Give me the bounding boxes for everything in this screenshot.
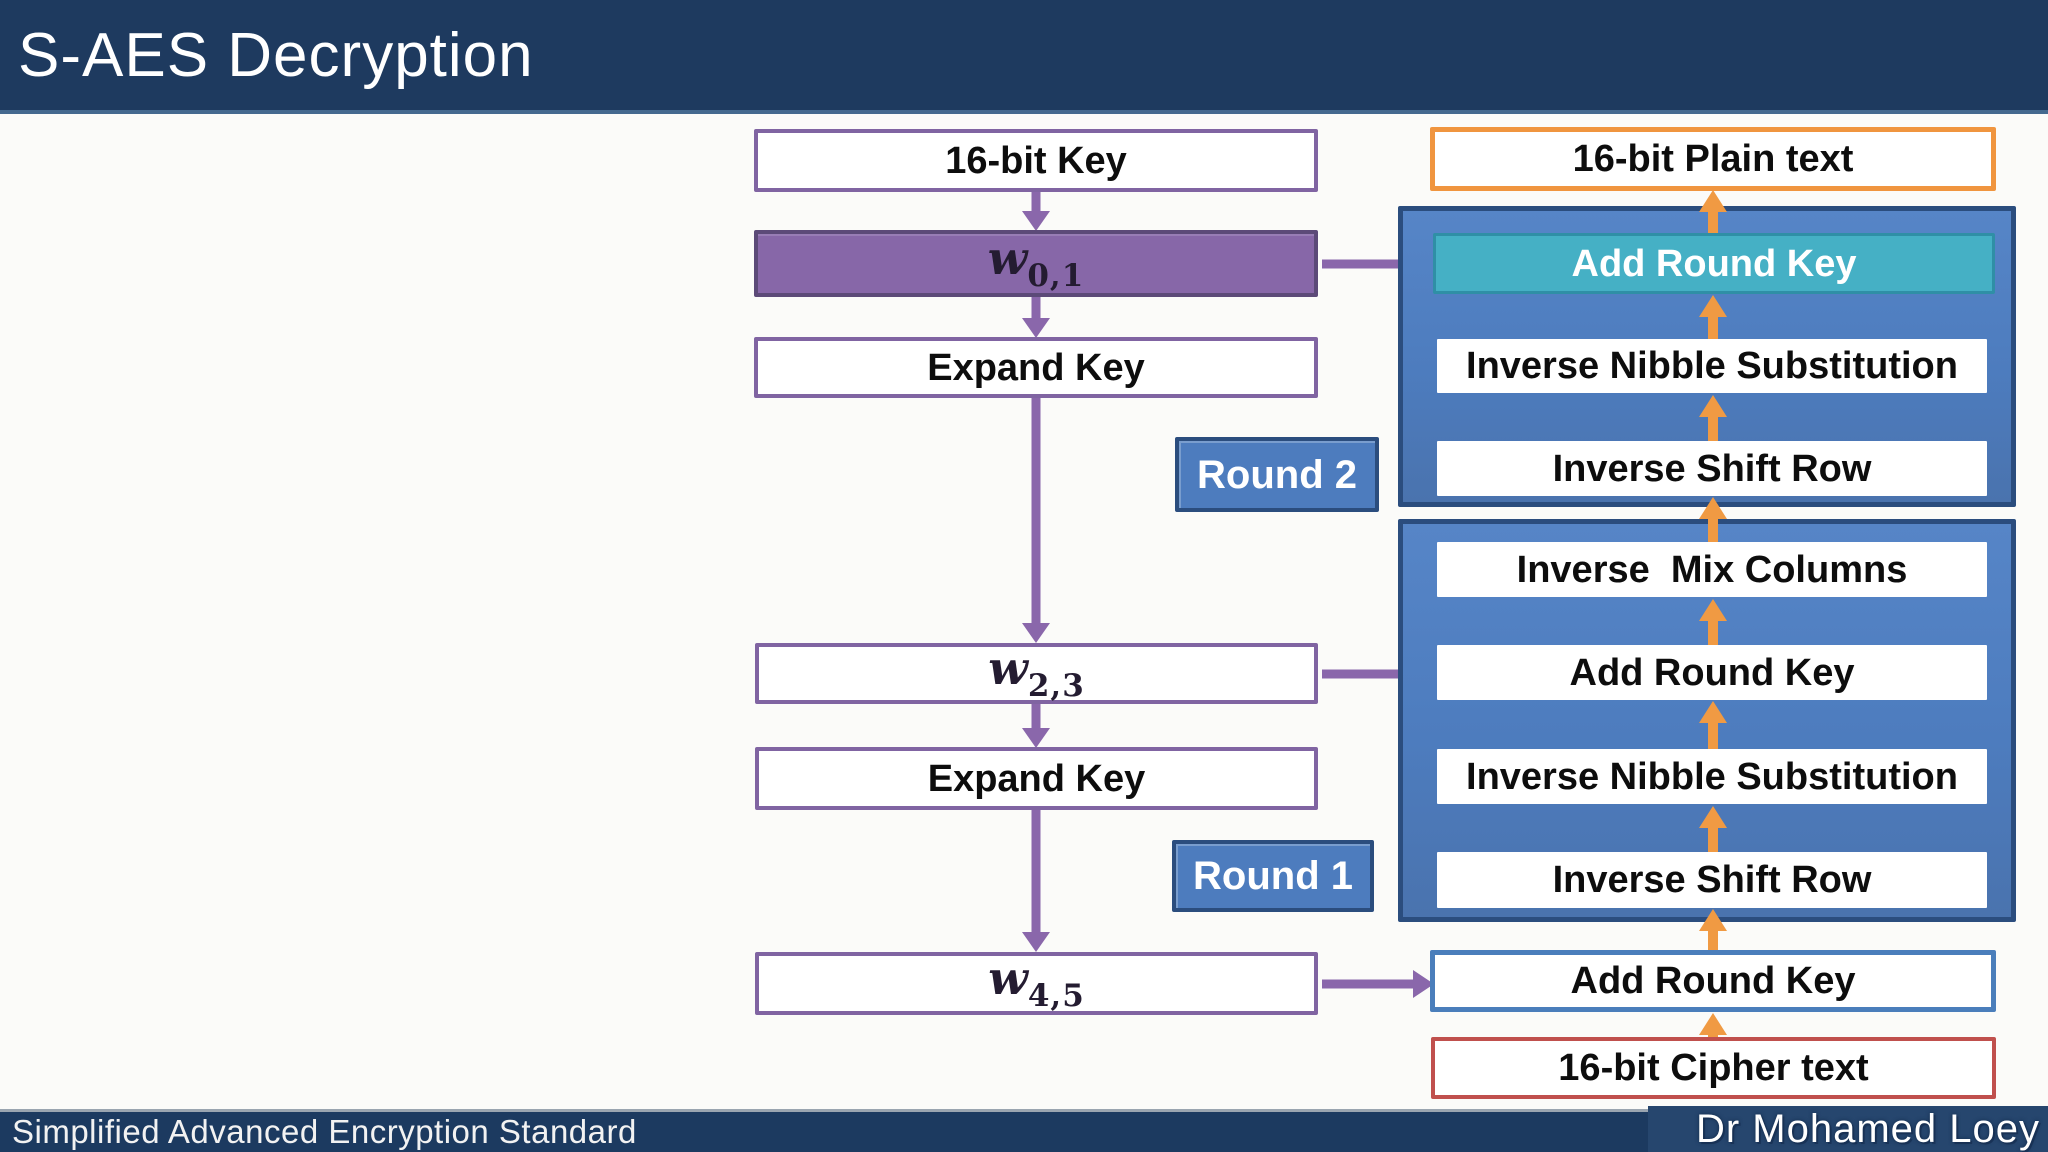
arrow-shaft bbox=[1708, 518, 1718, 542]
arrow-shaft bbox=[1708, 316, 1718, 339]
arrow-head-icon bbox=[1699, 395, 1727, 417]
arrow-head-icon bbox=[1022, 932, 1050, 952]
arrow-head-icon bbox=[1699, 190, 1727, 212]
box-expand-key-1: Expand Key bbox=[754, 337, 1318, 398]
box-inverse-nibble-substitution-r1: Inverse Nibble Substitution bbox=[1437, 749, 1987, 804]
arrow-isr-to-ins-r2 bbox=[1699, 395, 1727, 441]
arrow-shaft bbox=[1708, 620, 1718, 645]
page-title: S-AES Decryption bbox=[18, 20, 534, 90]
box-w45-subscript: 4,5 bbox=[1027, 978, 1085, 1014]
arrow-shaft bbox=[1031, 704, 1041, 729]
arrow-head-icon bbox=[1022, 728, 1050, 748]
arrow-shaft bbox=[1322, 669, 1418, 679]
arrow-w45-to-addroundkey bbox=[1322, 969, 1434, 999]
arrow-head-icon bbox=[1699, 806, 1727, 828]
box-w23-label: w2,3 bbox=[988, 641, 1085, 704]
arrow-shaft bbox=[1708, 416, 1718, 441]
box-w01: w0,1 bbox=[754, 230, 1318, 297]
arrow-head-icon bbox=[1022, 623, 1050, 643]
arrow-head-icon bbox=[1699, 295, 1727, 317]
box-inverse-shift-row-r1-label: Inverse Shift Row bbox=[1552, 859, 1872, 901]
arrow-imc-to-isr-r2 bbox=[1699, 497, 1727, 542]
arrow-expand1-to-w23 bbox=[1022, 398, 1050, 643]
arrow-shaft bbox=[1708, 930, 1718, 950]
box-inverse-shift-row-r2-label: Inverse Shift Row bbox=[1552, 447, 1872, 490]
box-w23: w2,3 bbox=[755, 643, 1318, 704]
box-w23-subscript: 2,3 bbox=[1027, 668, 1085, 704]
arrow-expand2-to-w45 bbox=[1022, 810, 1050, 952]
arrow-shaft bbox=[1031, 810, 1041, 933]
arrow-w23-to-expand2 bbox=[1022, 704, 1050, 748]
box-w45: w4,5 bbox=[755, 952, 1318, 1015]
arrow-shaft bbox=[1031, 192, 1041, 212]
box-16bit-key: 16-bit Key bbox=[754, 129, 1318, 192]
box-w45-label: w4,5 bbox=[988, 951, 1085, 1014]
arrow-ark-to-imc-r1 bbox=[1699, 599, 1727, 645]
box-16bit-key-label: 16-bit Key bbox=[945, 139, 1127, 182]
arrow-head-icon bbox=[1022, 211, 1050, 231]
box-expand-key-2-label: Expand Key bbox=[927, 757, 1146, 800]
arrow-ark-to-plaintext bbox=[1699, 190, 1727, 233]
arrow-shaft bbox=[1708, 722, 1718, 749]
box-16bit-ciphertext: 16-bit Cipher text bbox=[1431, 1037, 1996, 1099]
arrow-head-icon bbox=[1699, 497, 1727, 519]
box-expand-key-1-label: Expand Key bbox=[927, 346, 1145, 389]
box-add-round-key-r1-label: Add Round Key bbox=[1569, 651, 1855, 694]
arrow-isr-to-ins-r1 bbox=[1699, 806, 1727, 852]
box-add-round-key-r2-label: Add Round Key bbox=[1571, 242, 1857, 285]
box-inverse-shift-row-r1: Inverse Shift Row bbox=[1437, 852, 1987, 908]
arrow-ins-to-ark-r1 bbox=[1699, 701, 1727, 749]
footer-subtitle: Simplified Advanced Encryption Standard bbox=[12, 1113, 637, 1150]
box-inverse-shift-row-r2: Inverse Shift Row bbox=[1437, 441, 1987, 496]
arrow-arkfinal-to-isr-r1 bbox=[1699, 909, 1727, 950]
title-bar: S-AES Decryption bbox=[0, 0, 2048, 114]
arrow-key-to-w01 bbox=[1022, 192, 1050, 231]
arrow-head-icon bbox=[1699, 909, 1727, 931]
arrow-head-icon bbox=[1022, 318, 1050, 338]
arrow-head-icon bbox=[1699, 1013, 1727, 1035]
round-1-label: Round 1 bbox=[1172, 840, 1374, 912]
author-plate: Dr Mohamed Loey bbox=[1648, 1106, 2048, 1152]
arrow-head-icon bbox=[1413, 970, 1434, 998]
box-add-round-key-final: Add Round Key bbox=[1430, 950, 1996, 1012]
arrow-shaft bbox=[1708, 827, 1718, 852]
box-inverse-nibble-substitution-r2: Inverse Nibble Substitution bbox=[1437, 339, 1987, 393]
round-2-label-text: Round 2 bbox=[1197, 452, 1357, 497]
arrow-w01-to-expand1 bbox=[1022, 297, 1050, 338]
box-16bit-ciphertext-label: 16-bit Cipher text bbox=[1558, 1047, 1869, 1089]
box-w01-label: w0,1 bbox=[987, 231, 1085, 294]
box-16bit-plaintext: 16-bit Plain text bbox=[1430, 127, 1996, 191]
box-add-round-key-final-label: Add Round Key bbox=[1570, 960, 1856, 1002]
arrow-head-icon bbox=[1699, 701, 1727, 723]
author-name: Dr Mohamed Loey bbox=[1695, 1106, 2040, 1151]
box-w01-subscript: 0,1 bbox=[1027, 258, 1085, 294]
round-1-label-text: Round 1 bbox=[1193, 854, 1353, 898]
arrow-shaft bbox=[1322, 259, 1415, 269]
arrow-shaft bbox=[1031, 297, 1041, 319]
round-2-label: Round 2 bbox=[1175, 437, 1379, 512]
box-16bit-plaintext-label: 16-bit Plain text bbox=[1572, 138, 1854, 180]
arrow-shaft bbox=[1322, 979, 1415, 989]
arrow-shaft bbox=[1031, 398, 1041, 624]
arrow-ins-to-ark-r2 bbox=[1699, 295, 1727, 339]
box-inverse-mix-columns: Inverse Mix Columns bbox=[1437, 542, 1987, 597]
box-inverse-mix-columns-label: Inverse Mix Columns bbox=[1516, 548, 1908, 591]
box-inverse-nibble-substitution-r2-label: Inverse Nibble Substitution bbox=[1466, 345, 1958, 387]
box-add-round-key-r2: Add Round Key bbox=[1433, 233, 1995, 294]
box-expand-key-2: Expand Key bbox=[755, 747, 1318, 810]
box-add-round-key-r1: Add Round Key bbox=[1437, 645, 1987, 700]
arrow-head-icon bbox=[1699, 599, 1727, 621]
box-inverse-nibble-substitution-r1-label: Inverse Nibble Substitution bbox=[1466, 755, 1958, 798]
arrow-shaft bbox=[1708, 211, 1718, 233]
arrow-shaft bbox=[1708, 1034, 1718, 1037]
arrow-ciphertext-to-arkfinal bbox=[1699, 1013, 1727, 1037]
